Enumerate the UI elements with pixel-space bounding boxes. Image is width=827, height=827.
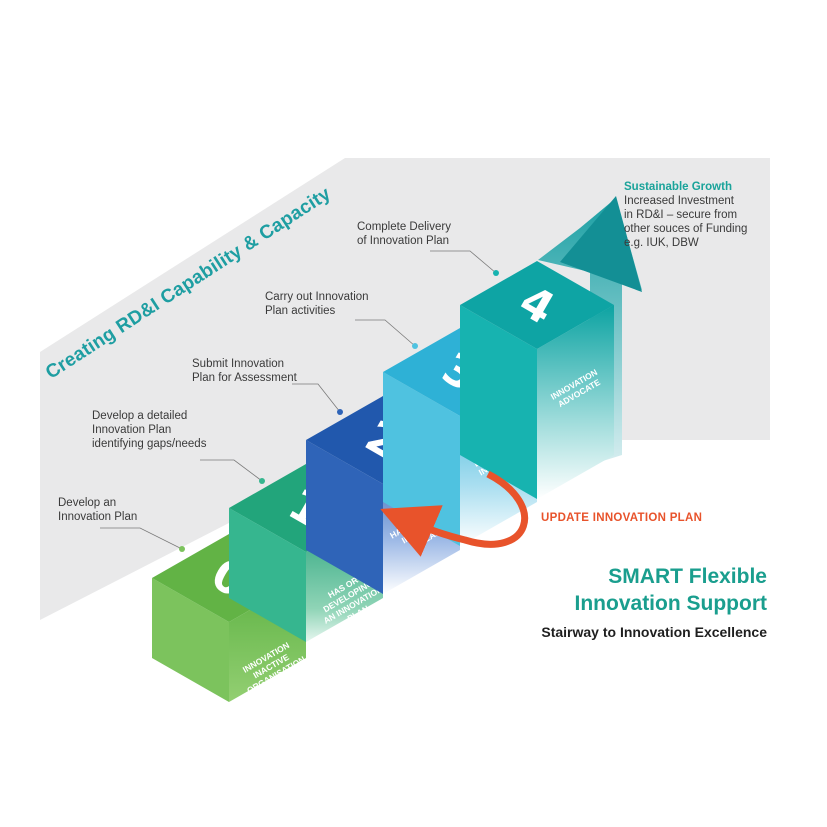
callout-leader-line [430,250,497,274]
growth-line: e.g. IUK, DBW [624,237,699,249]
callout-line: Plan for Assessment [192,372,297,384]
callout-dot [493,270,499,276]
callout-step-3: Carry out Innovation Plan activities [265,290,369,318]
callout-leader-line [100,527,183,550]
heading-line-2: Innovation Support [574,592,767,615]
step-1-left-face [229,508,306,642]
step-3-left-face [383,372,460,546]
callout-line: identifying gaps/needs [92,438,207,450]
heading-line-1: SMART Flexible [608,565,767,588]
sustainable-growth-note: Sustainable Growth Increased Investment … [624,180,747,250]
step-4-right-face [537,305,614,499]
callout-line: Submit Innovation [192,358,285,370]
growth-line: other souces of Funding [624,223,748,235]
callout-line: Develop an [58,497,117,509]
callout-step-0: Develop an Innovation Plan [58,496,137,524]
step-0-left-face [152,578,229,702]
callout-dot [259,478,265,484]
callout-step-4: Complete Delivery of Innovation Plan [357,220,451,248]
main-heading: SMART Flexible Innovation Support [575,563,767,617]
callout-leader-line [355,319,416,347]
callout-dot [412,343,418,349]
callout-line: Innovation Plan [58,511,138,523]
callout-line: Develop a detailed [92,410,188,422]
callout-line: Plan activities [265,305,336,317]
growth-arrow-head [560,196,642,292]
growth-line: Increased Investment [624,195,734,207]
step-4-top-face [460,261,614,349]
callout-line: Carry out Innovation [265,291,369,303]
callout-line: of Innovation Plan [357,235,450,247]
growth-line: in RD&I – secure from [624,209,738,221]
sustainable-growth-title: Sustainable Growth [624,181,732,193]
callout-step-1: Develop a detailed Innovation Plan ident… [92,409,206,451]
callout-dot [179,546,185,552]
callout-leader-line [200,459,263,482]
update-innovation-plan-label: UPDATE INNOVATION PLAN [541,512,703,524]
callout-leader-line [292,383,341,413]
callout-line: Complete Delivery [357,221,451,233]
tagline: Stairway to Innovation Excellence [541,624,767,640]
step-2-left-face [306,440,383,594]
update-arrow [380,470,529,557]
callout-line: Innovation Plan [92,424,172,436]
callout-step-2: Submit Innovation Plan for Assessment [192,357,297,385]
callout-dot [337,409,343,415]
step-4-left-face [460,305,537,499]
